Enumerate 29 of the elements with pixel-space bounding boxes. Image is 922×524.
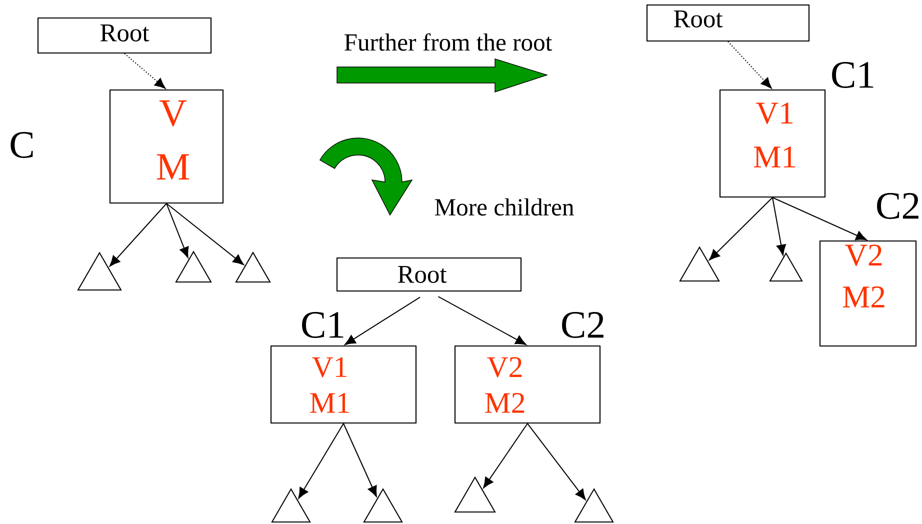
tree-node-box: V1 M1: [719, 89, 826, 198]
arrow: [166, 203, 189, 258]
arrow-caption: Further from the root: [344, 33, 552, 51]
root-box: Root: [336, 257, 522, 292]
arrow: [344, 296, 420, 345]
node-name: C2: [562, 312, 604, 338]
arrow: [772, 197, 867, 240]
arrow-caption: More children: [434, 198, 574, 216]
tree-node-box: V1 M1: [270, 345, 417, 424]
arrow: [124, 53, 166, 89]
tree-node-box: V2 M2: [819, 240, 917, 347]
arrow: [772, 197, 786, 256]
root-box: Root: [37, 17, 212, 54]
arrow: [728, 41, 772, 89]
arrow: [438, 296, 526, 346]
arrow: [298, 423, 344, 499]
node-name: C: [10, 132, 33, 158]
node-name: C1: [302, 312, 344, 338]
tree-node-box: V M: [109, 89, 224, 204]
arrow: [709, 197, 773, 260]
arrow: [527, 423, 586, 500]
root-box: Root: [646, 4, 810, 42]
node-name: C2: [877, 193, 918, 219]
arrow: [166, 203, 244, 266]
tree-node-box: V2 M2: [454, 345, 601, 424]
arrow: [343, 423, 377, 497]
node-name: C1: [832, 62, 874, 88]
arrow: [109, 203, 167, 267]
arrow: [483, 423, 528, 488]
